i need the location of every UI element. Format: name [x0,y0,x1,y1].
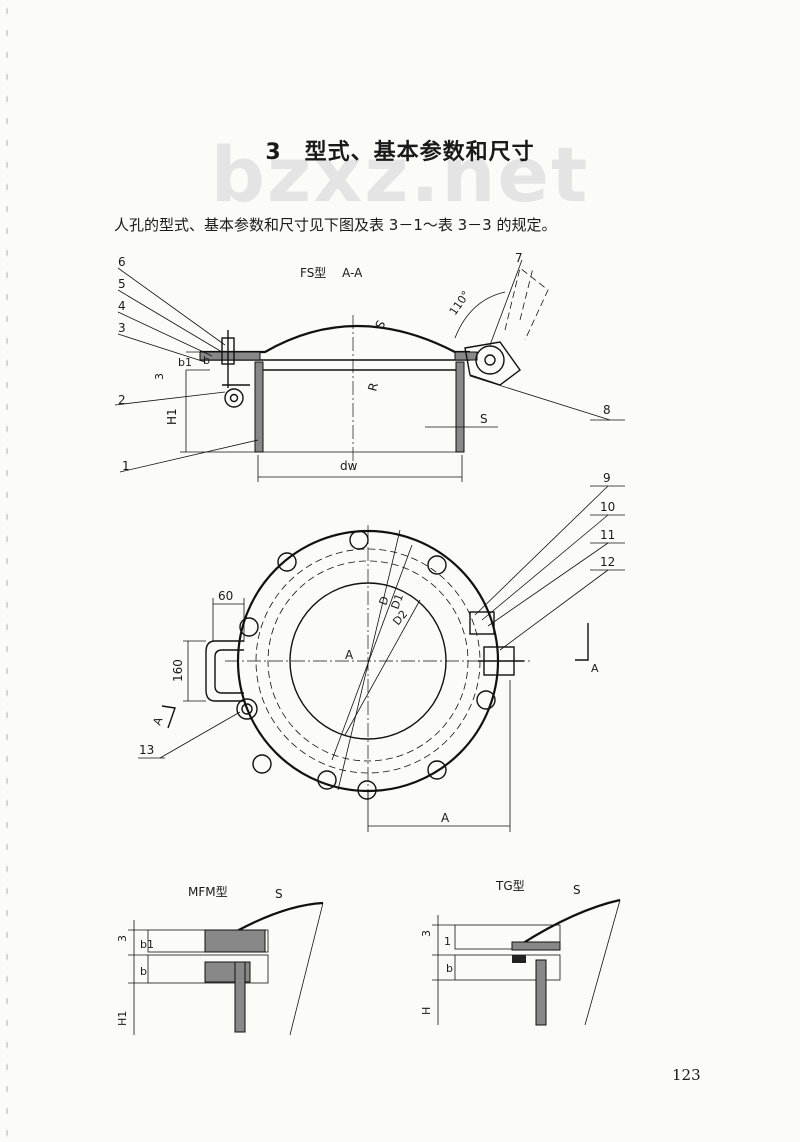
clamp-bolt [469,611,495,635]
tg-dome [519,898,621,946]
dim-dw: dw [340,459,358,473]
section-mark-left: A [151,715,166,727]
bolt-pivot [224,388,244,408]
hinge-pin [484,354,496,366]
part-3: 3 [118,321,126,335]
part-7: 7 [515,251,523,265]
mfm-dome [234,901,324,933]
tg-dim-b1: 1 [444,935,451,948]
label-r: R [365,381,381,393]
tg-gasket [512,955,526,963]
mfm-label-S: S [275,887,283,901]
tg-cover-flange [454,924,561,950]
part-10: 10 [600,500,615,514]
label-D1: D1 [389,592,407,611]
dome-cover [200,325,470,354]
dim-3: 3 [153,373,166,380]
fs-section-view: FS型 A-A 110° dw H1 [114,251,625,482]
mfm-neck [234,961,246,1033]
fs-caption: FS型 A-A [300,266,363,280]
dim-b1: b1 [178,356,192,369]
angle-arc [454,291,506,339]
tg-dim-3: 3 [420,930,433,937]
part-6: 6 [118,255,126,269]
angle-110: 110° [447,289,473,318]
mfm-dim-3: 3 [116,935,129,942]
plan-view: D D1 D2 A 60 160 A A A [138,471,625,832]
tg-neck [535,959,547,1026]
label-s-wall: S [480,412,488,426]
section-marker-right [575,623,589,661]
diameter-line-D2 [344,599,421,736]
intro-paragraph: 人孔的型式、基本参数和尺寸见下图及表 3－1～表 3－3 的规定。 [114,216,557,234]
dim-b: b [203,354,210,367]
mfm-dim-H1: H1 [116,1011,129,1026]
tg-detail: TG型 3 1 b H S [420,879,621,1026]
page-number: 123 [672,1066,701,1084]
watermark: bzxz.net [210,130,590,219]
fs-part-callouts: 6 5 4 3 2 1 7 8 [114,251,625,473]
diameter-line-D1 [331,544,413,761]
tg-body-flange [454,954,561,981]
label-s-dome: S [372,318,388,332]
handle [205,640,244,702]
part-1: 1 [122,459,130,473]
neck-wall-right [455,361,465,453]
label-D: D [377,595,392,607]
mfm-caption: MFM型 [188,885,228,899]
part-8: 8 [603,403,611,417]
section-mark-right: A [591,662,599,675]
tg-dim-H: H [420,1007,433,1015]
tg-label-S: S [573,883,581,897]
hinge-boss [475,345,505,375]
part-13: 13 [139,743,154,757]
part-2: 2 [118,393,126,407]
part-4: 4 [118,299,126,313]
dim-H1: H1 [165,408,179,425]
part-9: 9 [603,471,611,485]
hinge-arm [464,341,521,386]
part-11: 11 [600,528,615,542]
section-title: 3 型式、基本参数和尺寸 [265,140,535,165]
spring [236,698,258,720]
section-marker-left [161,705,176,729]
tg-caption: TG型 [495,879,525,893]
mfm-detail: MFM型 3 b1 b H1 S [116,885,324,1036]
part-12: 12 [600,555,615,569]
mfm-dim-b: b [140,965,147,978]
scan-edge-marks [4,0,10,1142]
cover-open-position [504,267,549,341]
mfm-body-flange [147,954,269,984]
dim-160: 160 [171,659,185,682]
flange-left [199,351,261,361]
center-label-A: A [345,648,354,662]
bolt-pivot-pin [229,393,239,403]
neck-wall-left [254,361,264,453]
part-5: 5 [118,277,126,291]
tg-dim-b: b [446,962,453,975]
plan-part-callouts: 9 10 11 12 13 [138,471,625,759]
dim-A: A [441,811,450,825]
bolt-notches [239,530,496,800]
label-D2: D2 [390,608,410,628]
dim-60: 60 [218,589,233,603]
mfm-dim-b1: b1 [140,938,154,951]
